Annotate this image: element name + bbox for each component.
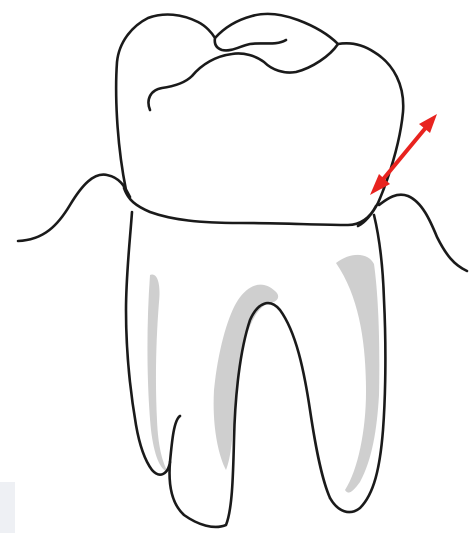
arrow-shaft	[380, 125, 428, 183]
middle-root-shading	[214, 285, 279, 470]
gum-line-left	[18, 175, 130, 241]
crown-outline	[116, 14, 403, 226]
crown-cusp-line	[149, 44, 339, 110]
left-root-shading	[147, 275, 168, 472]
middle-root-outline	[170, 303, 330, 527]
left-root-inner-outline	[170, 416, 180, 462]
right-root-shading	[336, 255, 379, 493]
cej-line	[124, 188, 376, 225]
gum-line-right	[379, 195, 467, 271]
crown-fissure-line	[215, 38, 286, 50]
root-shading	[147, 255, 379, 493]
double-arrow-icon	[370, 114, 437, 195]
